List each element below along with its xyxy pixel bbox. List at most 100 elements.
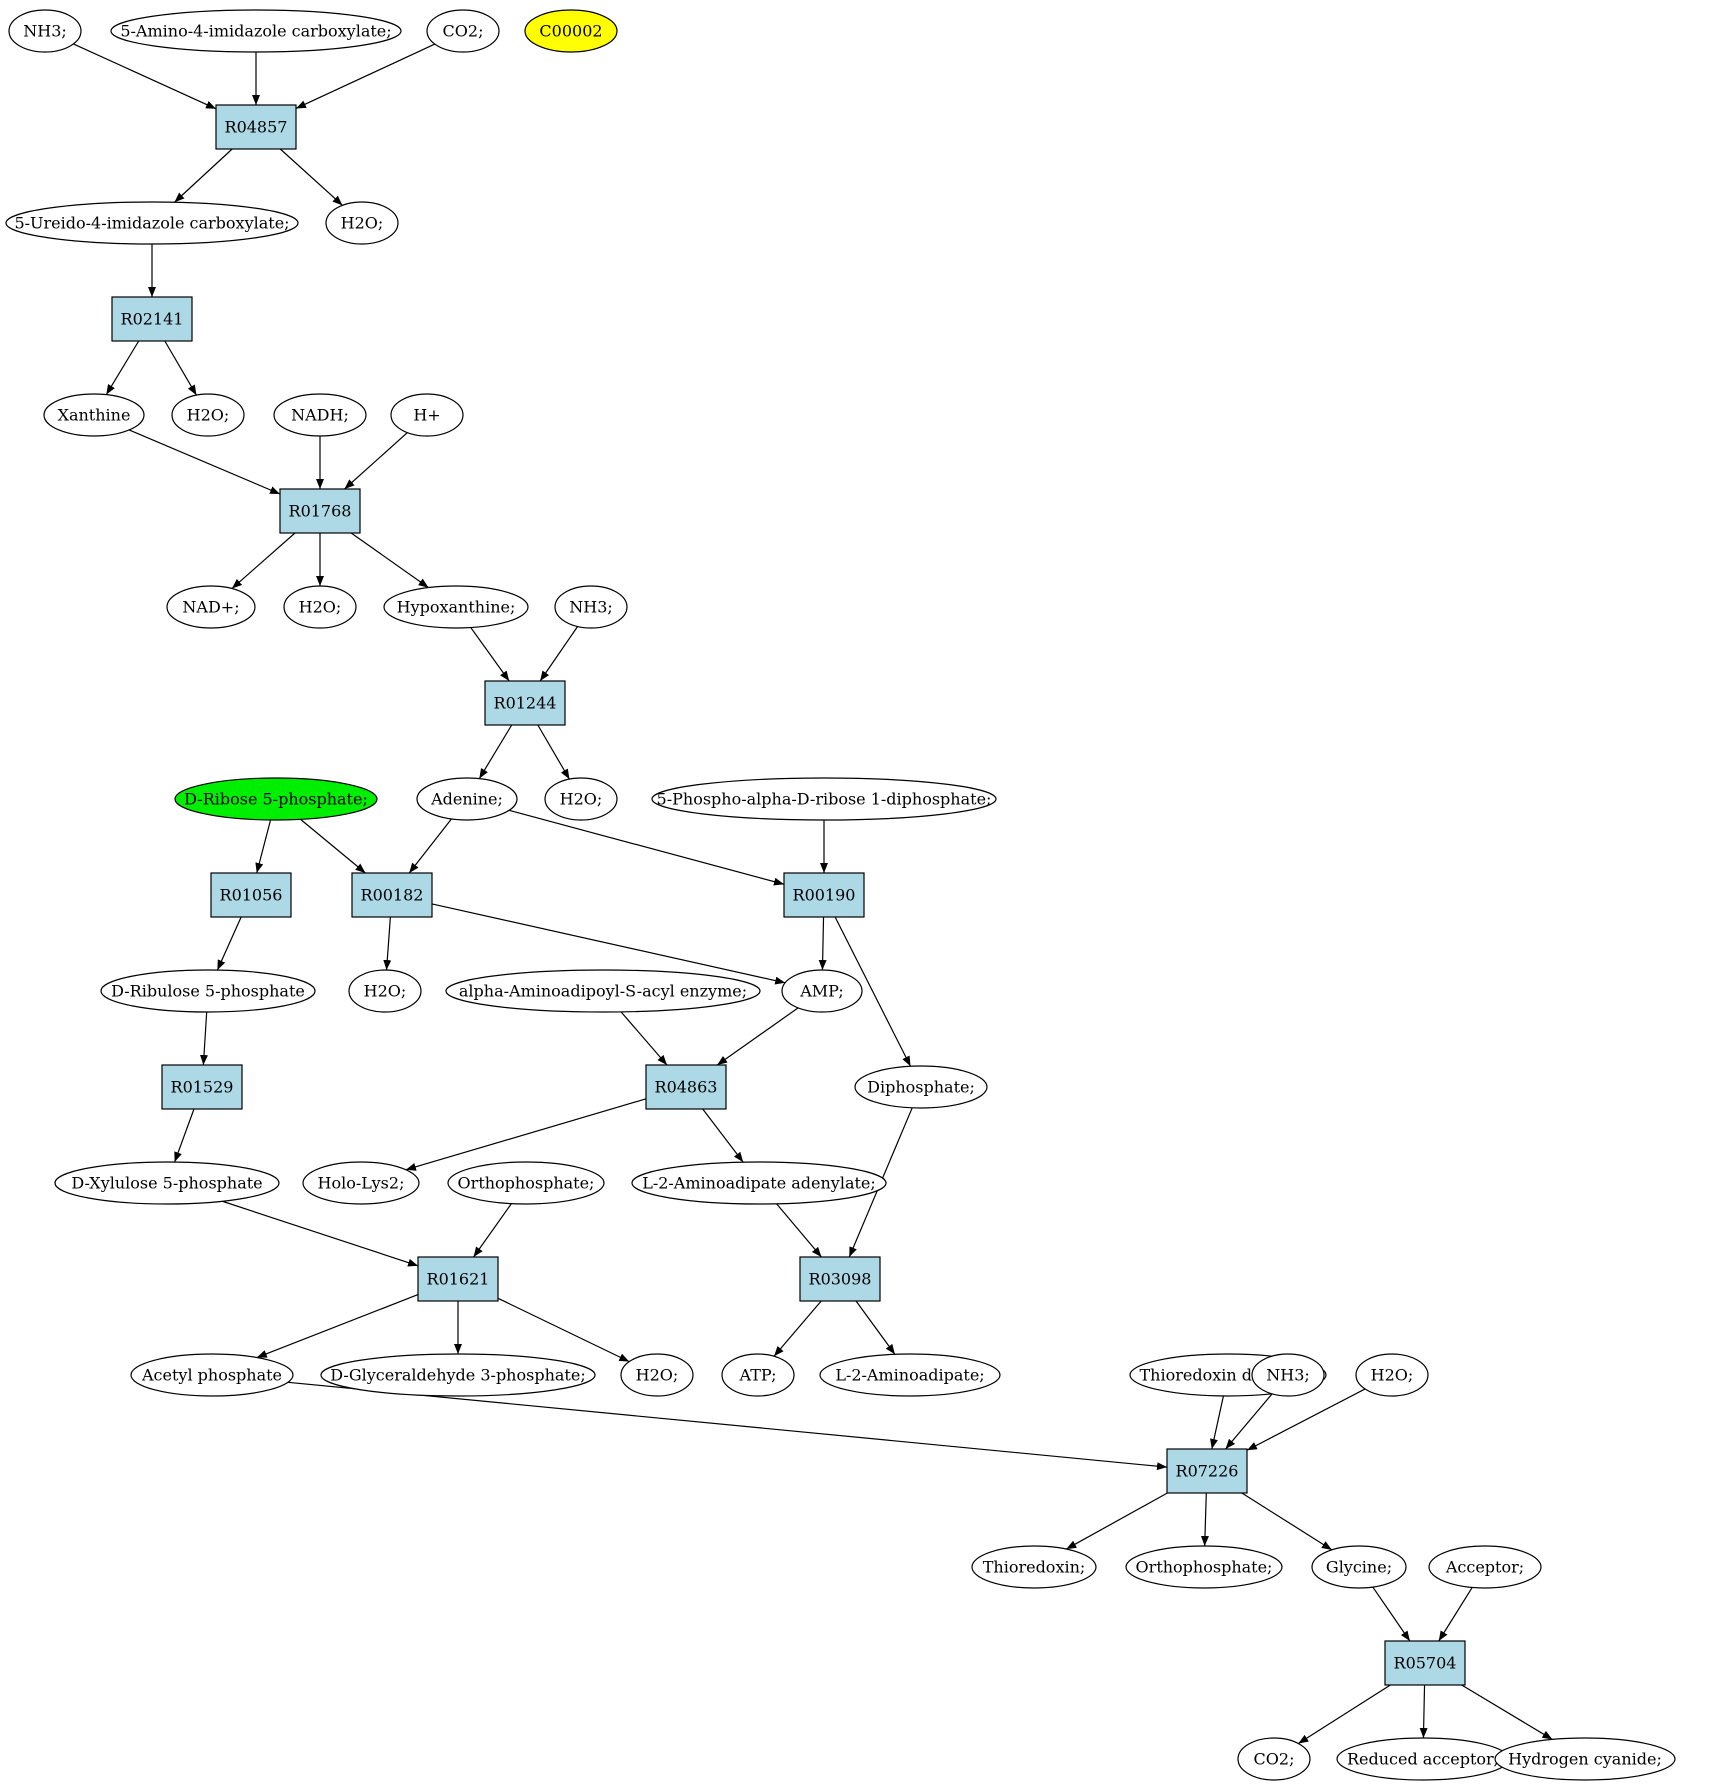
- compound-node-h2o[interactable]: H2O;: [325, 201, 399, 245]
- node-label: H2O;: [187, 406, 230, 425]
- node-label: CO2;: [443, 22, 484, 41]
- node-label: Orthophosphate;: [458, 1174, 595, 1193]
- compound-ellipse: [1125, 1545, 1283, 1589]
- compound-node-diphosphate[interactable]: Diphosphate;: [854, 1065, 988, 1109]
- compound-node-thioredoxin[interactable]: Thioredoxin;: [971, 1545, 1097, 1589]
- reaction-node-r01056[interactable]: R01056: [210, 872, 292, 918]
- compound-ellipse: [1237, 1737, 1311, 1781]
- reaction-box: [351, 872, 433, 918]
- compound-ellipse: [171, 393, 245, 437]
- compound-node-d-ribulose-5-phosphate[interactable]: D-Ribulose 5-phosphate: [100, 969, 316, 1013]
- compound-node-h2o[interactable]: H2O;: [348, 969, 422, 1013]
- compound-node-adenine[interactable]: Adenine;: [416, 777, 518, 821]
- reaction-node-r05704[interactable]: R05704: [1384, 1640, 1466, 1686]
- reaction-box: [210, 872, 292, 918]
- compound-ellipse: [819, 1353, 1001, 1397]
- compound-node-5-ureido-4-imidazole-carboxylate[interactable]: 5-Ureido-4-imidazole carboxylate;: [5, 201, 299, 245]
- compound-node-h2o[interactable]: H2O;: [544, 777, 618, 821]
- node-label: Acceptor;: [1445, 1558, 1524, 1577]
- compound-node-nh3[interactable]: NH3;: [554, 585, 628, 629]
- edge-R07226-to-ortho_b: [1200, 1492, 1209, 1547]
- compound-ellipse: [110, 9, 402, 53]
- compound-node-co2[interactable]: CO2;: [426, 9, 500, 53]
- compound-node-l-2-aminoadipate-adenylate[interactable]: L-2-Aminoadipate adenylate;: [631, 1161, 887, 1205]
- edge-hplus-to-R01768: [344, 432, 408, 490]
- compound-node-amp[interactable]: AMP;: [781, 969, 863, 1013]
- node-label: Orthophosphate;: [1136, 1558, 1273, 1577]
- reaction-box: [799, 1256, 881, 1302]
- edge-R02141-to-xanthine: [105, 340, 140, 395]
- node-label: Adenine;: [430, 790, 503, 809]
- compound-node-orthophosphate[interactable]: Orthophosphate;: [447, 1161, 605, 1205]
- compound-node-5-amino-4-imidazole-carboxylate[interactable]: 5-Amino-4-imidazole carboxylate;: [110, 9, 402, 53]
- reaction-node-r01529[interactable]: R01529: [161, 1064, 243, 1110]
- reaction-node-r01621[interactable]: R01621: [417, 1256, 499, 1302]
- compound-ellipse: [8, 9, 82, 53]
- compound-node-h2o[interactable]: H2O;: [1355, 1353, 1429, 1397]
- compound-ellipse: [651, 777, 997, 821]
- reaction-node-r01244[interactable]: R01244: [484, 680, 566, 726]
- compound-node-c00002[interactable]: C00002: [524, 9, 618, 53]
- compound-node-holo-lys2[interactable]: Holo-Lys2;: [302, 1161, 420, 1205]
- node-label: NADH;: [291, 406, 349, 425]
- compound-node-atp[interactable]: ATP;: [721, 1353, 795, 1397]
- compound-node-h[interactable]: H+: [390, 393, 464, 437]
- compound-node-acetyl-phosphate[interactable]: Acetyl phosphate: [130, 1353, 294, 1397]
- compound-node-h2o[interactable]: H2O;: [620, 1353, 694, 1397]
- reaction-node-r01768[interactable]: R01768: [279, 488, 361, 534]
- compound-ellipse: [426, 9, 500, 53]
- compound-node-alpha-aminoadipoyl-s-acyl-enzyme[interactable]: alpha-Aminoadipoyl-S-acyl enzyme;: [445, 969, 761, 1013]
- compound-node-d-xylulose-5-phosphate[interactable]: D-Xylulose 5-phosphate: [54, 1161, 280, 1205]
- edge-R01621-to-acetylp: [256, 1294, 419, 1359]
- compound-node-hydrogen-cyanide[interactable]: Hydrogen cyanide;: [1494, 1737, 1676, 1781]
- reaction-node-r07226[interactable]: R07226: [1166, 1448, 1248, 1494]
- edge-R01244-to-h2o_d: [537, 724, 570, 780]
- compound-node-co2[interactable]: CO2;: [1237, 1737, 1311, 1781]
- compound-node-h2o[interactable]: H2O;: [283, 585, 357, 629]
- edge-ribose5p-to-R01056: [255, 819, 272, 874]
- compound-node-5-phospho-alpha-d-ribose-1-diphosphate[interactable]: 5-Phospho-alpha-D-ribose 1-diphosphate;: [651, 777, 997, 821]
- edge-hypox-to-R01244: [470, 627, 510, 682]
- compound-node-xanthine[interactable]: Xanthine: [43, 393, 145, 437]
- compound-ellipse: [5, 201, 299, 245]
- compound-node-hypoxanthine[interactable]: Hypoxanthine;: [383, 585, 529, 629]
- edge-R03098-to-l2aa: [855, 1300, 896, 1355]
- compound-node-orthophosphate[interactable]: Orthophosphate;: [1125, 1545, 1283, 1589]
- reaction-box: [161, 1064, 243, 1110]
- node-label: Thioredoxin;: [983, 1558, 1086, 1577]
- compound-node-nh3[interactable]: NH3;: [8, 9, 82, 53]
- edge-trxss-to-R07226: [1210, 1395, 1224, 1450]
- node-label: NH3;: [1266, 1366, 1310, 1385]
- node-label: H2O;: [636, 1366, 679, 1385]
- reaction-node-r04857[interactable]: R04857: [215, 104, 297, 150]
- compound-node-acceptor[interactable]: Acceptor;: [1428, 1545, 1542, 1589]
- node-label: R02141: [121, 310, 184, 329]
- compound-ellipse: [174, 777, 378, 821]
- compound-node-nadh[interactable]: NADH;: [273, 393, 367, 437]
- reaction-node-r00182[interactable]: R00182: [351, 872, 433, 918]
- compound-node-l-2-aminoadipate[interactable]: L-2-Aminoadipate;: [819, 1353, 1001, 1397]
- edges-layer: [73, 43, 1553, 1745]
- compound-node-nh3[interactable]: NH3;: [1251, 1353, 1325, 1397]
- compound-node-d-ribose-5-phosphate[interactable]: D-Ribose 5-phosphate;: [174, 777, 378, 821]
- node-label: H2O;: [299, 598, 342, 617]
- compound-node-reduced-acceptor[interactable]: Reduced acceptor;: [1336, 1737, 1510, 1781]
- compound-node-glycine[interactable]: Glycine;: [1311, 1545, 1407, 1589]
- node-label: 5-Ureido-4-imidazole carboxylate;: [14, 214, 289, 233]
- edge-R02141-to-h2o_b: [164, 340, 197, 396]
- compound-ellipse: [1355, 1353, 1429, 1397]
- edge-xylulose5p-to-R01621: [222, 1200, 419, 1267]
- compound-node-d-glyceraldehyde-3-phosphate[interactable]: D-Glyceraldehyde 3-phosphate;: [320, 1353, 596, 1397]
- edge-R01056-to-ribulose5p: [216, 916, 242, 971]
- compound-node-nad[interactable]: NAD+;: [166, 585, 256, 629]
- compound-ellipse: [1251, 1353, 1325, 1397]
- edge-R05704-to-co2_b: [1298, 1684, 1391, 1745]
- reaction-node-r00190[interactable]: R00190: [783, 872, 865, 918]
- edge-nh3_b-to-R01244: [539, 626, 579, 682]
- reaction-node-r03098[interactable]: R03098: [799, 1256, 881, 1302]
- reaction-node-r02141[interactable]: R02141: [111, 296, 193, 342]
- reaction-node-r04863[interactable]: R04863: [645, 1064, 727, 1110]
- node-label: D-Glyceraldehyde 3-phosphate;: [330, 1366, 585, 1385]
- compound-node-h2o[interactable]: H2O;: [171, 393, 245, 437]
- compound-ellipse: [325, 201, 399, 245]
